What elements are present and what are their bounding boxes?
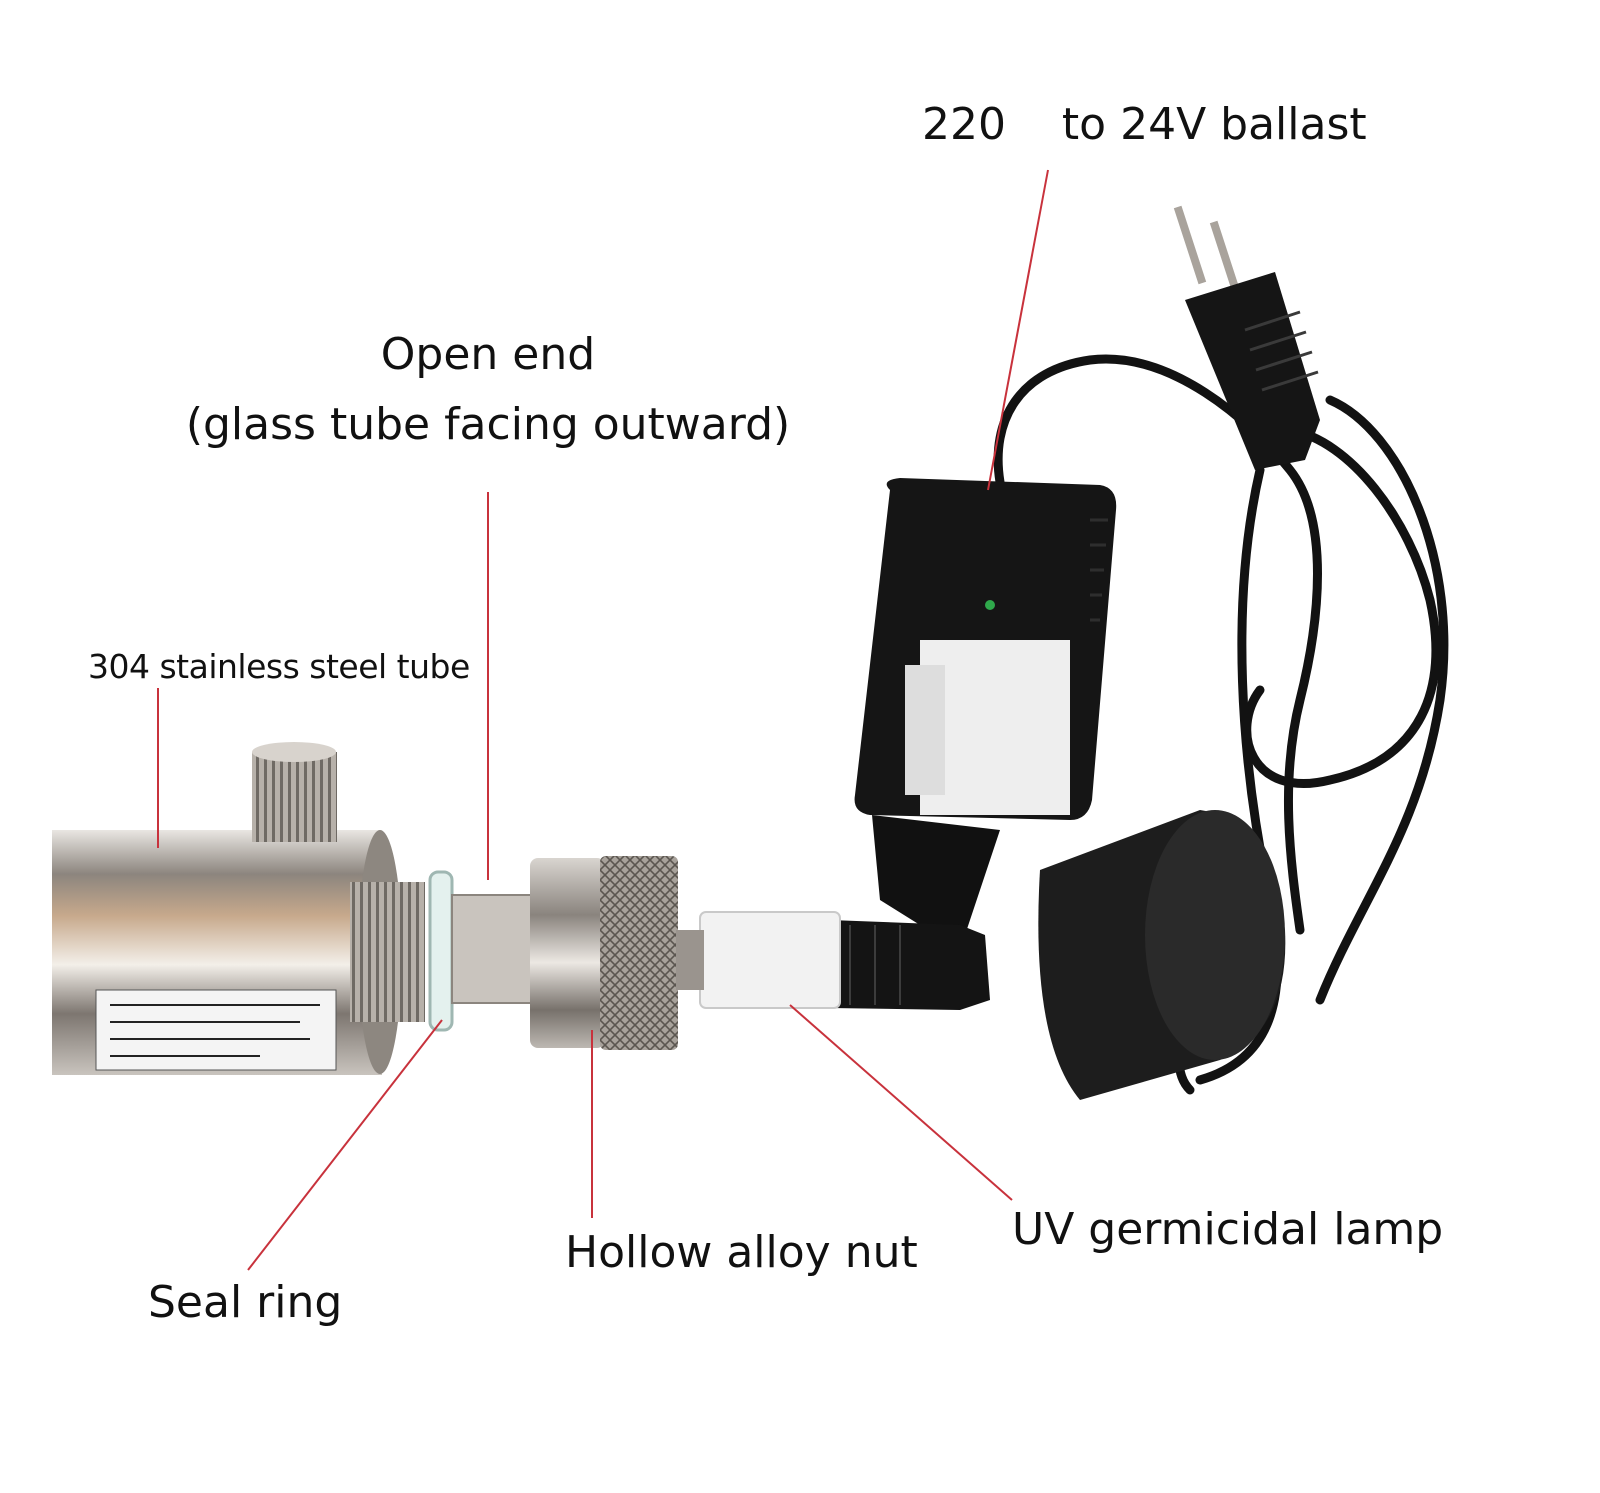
threaded-end <box>350 882 425 1022</box>
label-steel-tube: 304 stainless steel tube <box>88 647 470 686</box>
label-nut: Hollow alloy nut <box>565 1227 918 1278</box>
ballast-box <box>854 478 1117 950</box>
label-open-end-line2: (glass tube facing outward) <box>185 399 791 450</box>
leader-lines <box>157 169 1049 1271</box>
label-ballast: 220 to 24V ballast <box>922 99 1367 150</box>
leader-seal-ring <box>247 1019 443 1271</box>
stainless-steel-tube <box>52 742 402 1075</box>
lamp-end-cap <box>1038 810 1286 1100</box>
label-lamp: UV germicidal lamp <box>1012 1204 1444 1255</box>
leader-ballast <box>987 169 1049 491</box>
leader-lamp <box>789 1004 1013 1201</box>
uv-lamp-sleeve <box>699 911 841 1009</box>
seal-ring <box>428 870 454 1032</box>
hollow-alloy-nut <box>530 856 704 1050</box>
lamp-connector <box>830 920 990 1010</box>
plug <box>1173 205 1320 470</box>
label-seal-ring: Seal ring <box>148 1277 343 1328</box>
label-open-end-line1: Open end <box>380 329 596 380</box>
glass-tube <box>451 894 533 1004</box>
